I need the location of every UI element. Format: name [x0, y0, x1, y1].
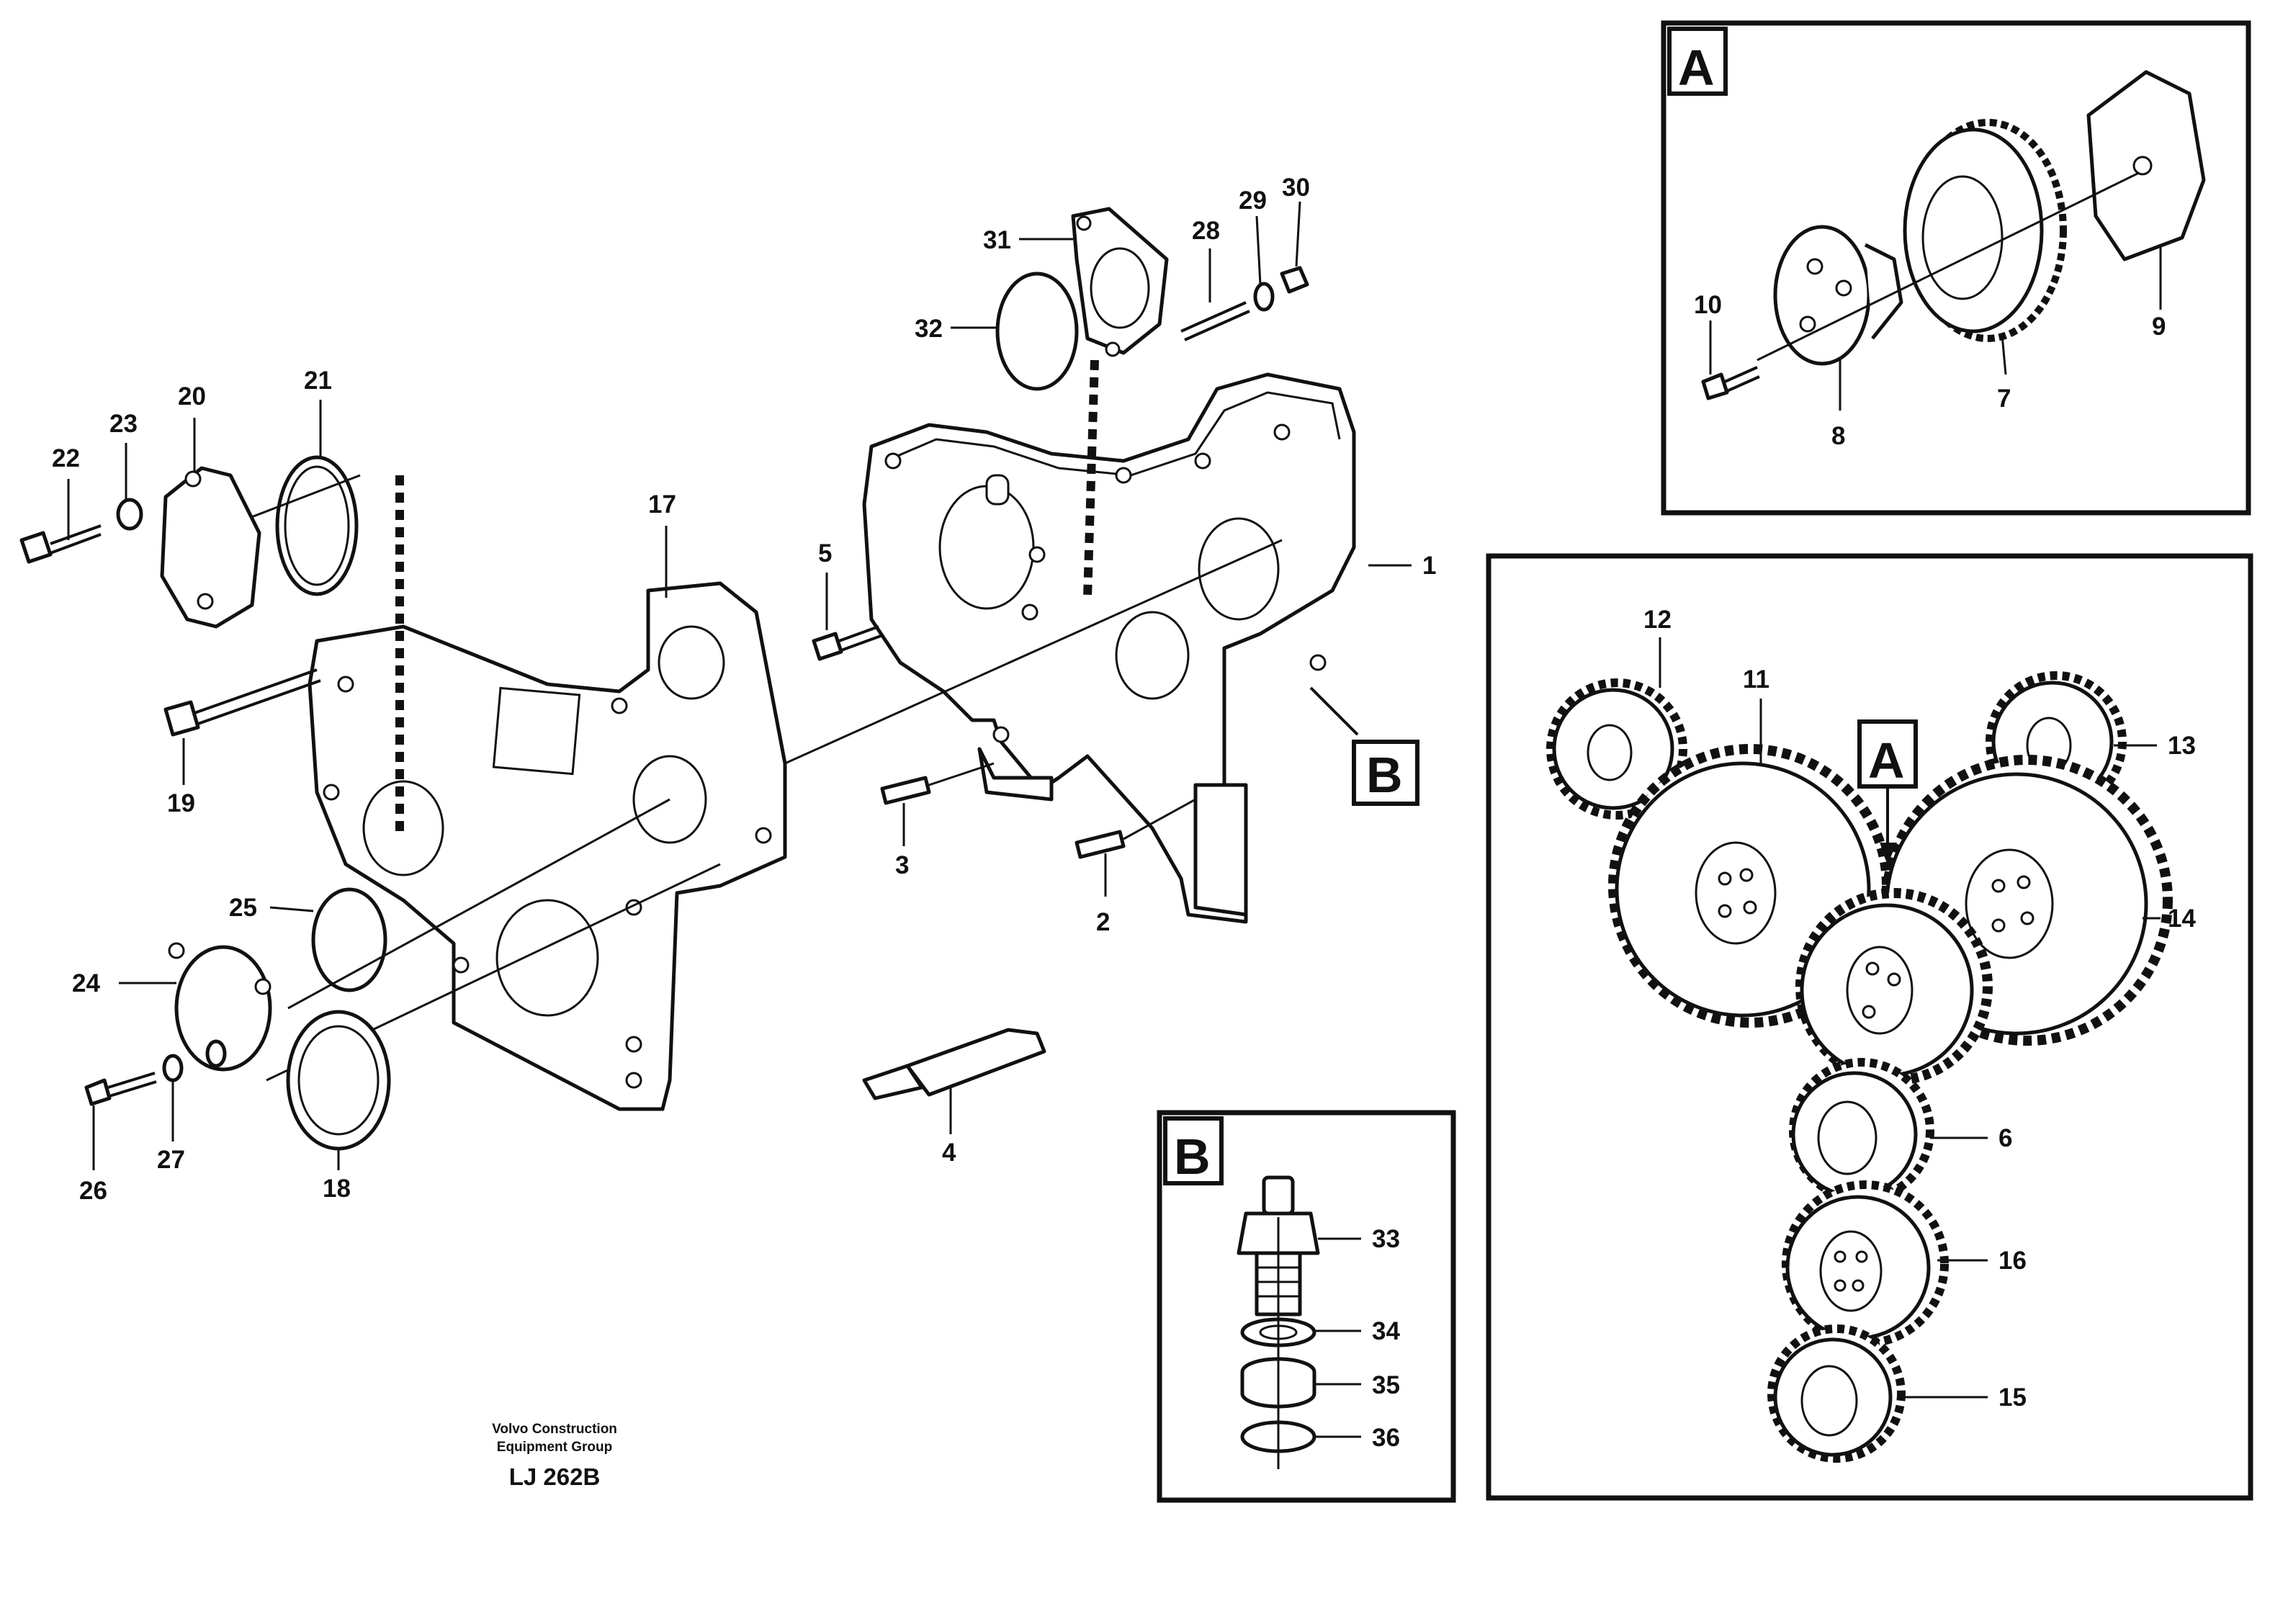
callout-18: 18: [323, 1175, 351, 1203]
stud-28-b: [1184, 310, 1250, 341]
axis-line-1: [784, 539, 1283, 765]
dowel-pin-3: [880, 762, 995, 805]
callout-7: 7: [1997, 385, 2011, 413]
callout-10: 10: [1694, 291, 1722, 319]
detail-a-badge-box: [1667, 27, 1728, 96]
thrust-plate-9: [2086, 70, 2206, 261]
callout-17: 17: [648, 490, 676, 519]
callout-32: 32: [915, 315, 943, 343]
gear-6: [1789, 1058, 1934, 1203]
o-ring-32: [995, 272, 1079, 391]
callout-1: 1: [1422, 552, 1436, 580]
callout-3: 3: [895, 851, 909, 879]
callout-20: 20: [178, 382, 206, 411]
callout-23: 23: [109, 410, 138, 438]
blanking-cover-20: [160, 466, 261, 629]
gear-hub-8: [1773, 225, 1903, 366]
callout-27: 27: [157, 1146, 185, 1174]
callout-16: 16: [1998, 1247, 2027, 1275]
callout-14: 14: [2168, 905, 2196, 933]
callout-9: 9: [2152, 313, 2166, 341]
washer-27b: [205, 1039, 227, 1068]
flange-31: [1071, 207, 1169, 357]
washer-27: [162, 1054, 184, 1082]
gear-train-frame: [1486, 553, 2253, 1501]
callout-numbers: 1 2 3 4 5 6 7 8 9 10 11 12 13 14 15 16 1…: [52, 174, 2196, 1452]
detail-b-frame: [1157, 1110, 1456, 1503]
bolt-22: [19, 524, 102, 564]
callout-34: 34: [1372, 1317, 1400, 1345]
callout-13: 13: [2168, 732, 2196, 760]
detail-a-axis: [1757, 171, 2140, 362]
callout-25: 25: [229, 894, 257, 922]
detail-a-badge: A: [1678, 40, 1715, 96]
bolt-10: [1701, 366, 1760, 400]
callout-11: 11: [1743, 665, 1769, 694]
callout-36: 36: [1372, 1424, 1400, 1452]
front-cover-plate: [308, 581, 787, 1111]
gear-12: [1546, 678, 1687, 820]
caption-line-1: Volvo Construction: [492, 1422, 617, 1437]
detail-b-ref-box: [1352, 740, 1419, 806]
callout-22: 22: [52, 444, 80, 472]
bolt-26: [84, 1072, 157, 1106]
callout-28: 28: [1192, 217, 1220, 245]
callout-8: 8: [1831, 422, 1845, 450]
detail-b-badge: B: [1174, 1129, 1211, 1185]
o-ring-25: [311, 887, 387, 992]
nut-30: [1280, 266, 1309, 294]
gasket-ring-21-inner: [284, 465, 350, 586]
callout-2: 2: [1096, 908, 1110, 936]
alignment-dash-top: [1083, 359, 1099, 598]
sealant-tube-4: [862, 1028, 1046, 1100]
timing-gear-casing: [862, 372, 1356, 924]
gear-7: [1903, 119, 2067, 342]
callout-6: 6: [1998, 1124, 2012, 1152]
gear-15: [1767, 1324, 1906, 1463]
cover-plate-24: [168, 942, 272, 1072]
callout-30: 30: [1282, 174, 1310, 202]
callout-24: 24: [72, 969, 100, 997]
callout-5: 5: [818, 539, 832, 567]
detail-b-ref-label: B: [1366, 747, 1403, 803]
callout-31: 31: [983, 226, 1011, 254]
leader-lines: [67, 201, 2162, 1438]
washer-23: [116, 498, 143, 531]
callout-19: 19: [167, 789, 195, 817]
axis-line-3: [287, 798, 670, 1010]
callout-33: 33: [1372, 1225, 1400, 1253]
detail-a-frame: [1661, 20, 2251, 516]
oil-seal-18-inner: [297, 1025, 380, 1136]
washer-29: [1253, 282, 1275, 312]
dowel-pin-2: [1075, 798, 1196, 859]
caption-line-2: Equipment Group: [497, 1440, 612, 1455]
callout-35: 35: [1372, 1371, 1400, 1399]
callout-21: 21: [304, 367, 332, 395]
stud-28: [1180, 301, 1247, 333]
caption-code: LJ 262B: [509, 1463, 601, 1490]
callout-29: 29: [1239, 187, 1267, 215]
detail-b-badge-box: [1163, 1116, 1224, 1185]
bolt-19: [163, 668, 321, 737]
gear-train-badge: A: [1868, 732, 1905, 789]
gasket-ring-21: [275, 455, 359, 596]
callout-26: 26: [79, 1177, 107, 1205]
callout-12: 12: [1643, 606, 1672, 634]
gear-16: [1782, 1180, 1949, 1347]
callout-15: 15: [1998, 1383, 2027, 1412]
bolt-5: [812, 625, 881, 661]
crankshaft-gear-a: [1795, 888, 1993, 1085]
diagram-caption: Volvo Construction Equipment Group LJ 26…: [492, 1422, 617, 1490]
callout-4: 4: [942, 1139, 956, 1167]
